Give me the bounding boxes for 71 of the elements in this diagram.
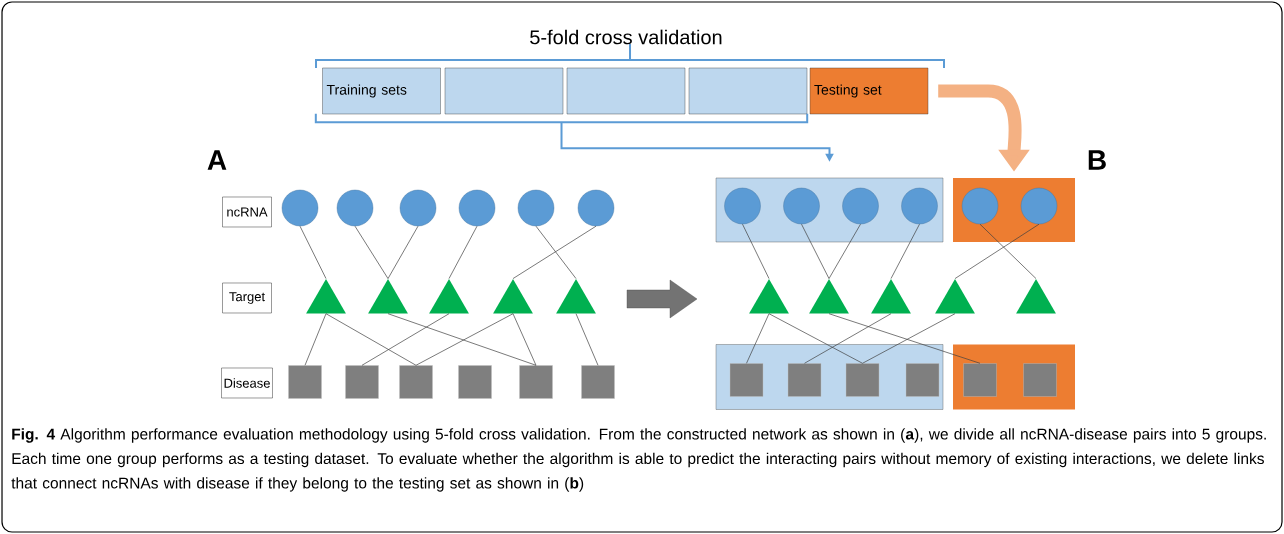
connector-line	[387, 313, 537, 366]
circle-node	[724, 187, 761, 225]
square-node	[288, 365, 322, 399]
triangle-node	[306, 279, 346, 314]
connector-line	[361, 313, 450, 366]
circle-node	[399, 189, 437, 227]
connector-line	[862, 313, 956, 364]
square-node	[845, 363, 880, 397]
connector-line	[828, 223, 861, 279]
triangle-node	[871, 279, 911, 314]
triangle-node	[749, 279, 789, 314]
triangle-node	[1016, 279, 1056, 314]
triangle-node	[429, 279, 469, 314]
circle-node	[961, 187, 999, 225]
connector-line	[804, 313, 892, 364]
connector-line	[746, 313, 770, 364]
connector-line	[448, 225, 478, 279]
square-node	[905, 363, 940, 397]
square-node	[581, 365, 615, 399]
heading: 5-fold cross validation	[530, 29, 722, 45]
circle-node	[842, 187, 879, 225]
triangle-node	[556, 279, 596, 314]
circle-node	[783, 187, 820, 225]
connector-line	[299, 225, 327, 279]
square-node	[729, 363, 764, 397]
connector-line	[512, 313, 537, 366]
fold-box	[566, 67, 686, 115]
circle-node	[336, 189, 374, 227]
connector-line	[979, 223, 1037, 279]
label-box: ncRNA	[222, 196, 272, 228]
triangle-node	[368, 279, 408, 314]
circle-node	[281, 189, 319, 227]
square-node	[1023, 363, 1057, 397]
square-node	[458, 365, 492, 399]
triangle-node	[935, 279, 975, 314]
circle-node	[517, 189, 555, 227]
connector-line	[325, 313, 417, 366]
triangle-node	[493, 279, 533, 314]
connector-line	[512, 225, 597, 279]
connector-line	[575, 313, 599, 366]
connector-line	[535, 225, 577, 279]
connector-line	[768, 313, 863, 364]
fold-box: Testing set	[809, 67, 929, 115]
square-node	[345, 365, 379, 399]
label-box: Disease	[221, 367, 273, 399]
fold-box: Training sets	[322, 67, 441, 115]
connector-line	[801, 223, 830, 279]
connector-line	[304, 313, 327, 366]
connector-line	[354, 225, 389, 279]
caption: Fig. 4 Algorithm performance evaluation methodology using 5-fold cross validation. From the constructed network as shown in (a), we divide all ncRNA-disease pairs into 5 groups. Each time one group performs as a testing dataset. To evaluate whether the algorithm is able to predict the interacting pairs without memory of existing interactions, we delete links that connect ncRNAs with disease if they belong to the testing set as shown in (b)	[11, 428, 1266, 492]
circle-node	[577, 189, 615, 227]
circle-node	[1020, 187, 1058, 225]
connector-line	[828, 313, 981, 364]
square-node	[963, 363, 997, 397]
connector-line	[954, 223, 1040, 279]
connector-line	[742, 223, 770, 279]
bracket	[314, 112, 809, 124]
circle-node	[458, 189, 496, 227]
fold-box	[688, 67, 808, 115]
panel-letter: B	[1088, 150, 1106, 170]
circle-node	[901, 187, 938, 225]
connector-line	[415, 313, 514, 366]
connector-line	[890, 223, 920, 279]
square-node	[519, 365, 553, 399]
square-node	[399, 365, 433, 399]
panel-letter: A	[207, 150, 227, 170]
triangle-node	[809, 279, 849, 314]
fold-box	[444, 67, 564, 115]
label-box: Target	[222, 282, 272, 314]
square-node	[787, 363, 822, 397]
connector-line	[387, 225, 419, 279]
